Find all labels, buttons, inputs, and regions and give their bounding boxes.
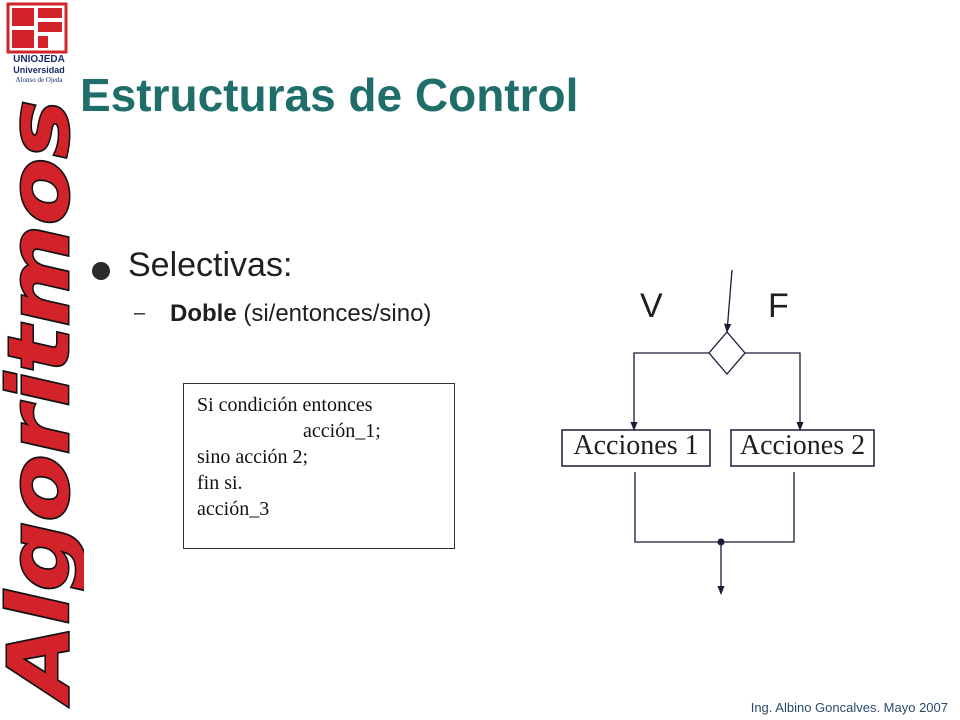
bullet-selectivas: Selectivas:	[128, 246, 293, 284]
uniojeda-logo	[6, 2, 68, 54]
sub-bullet-bold: Doble	[170, 300, 237, 327]
acciones-2-label: Acciones 2	[739, 430, 866, 461]
acciones-2-box	[730, 429, 875, 467]
logo-subtitle: Universidad	[13, 65, 65, 75]
true-branch-line	[630, 352, 709, 431]
true-branch-label: V	[640, 287, 663, 325]
merge-line	[634, 472, 795, 543]
acciones-1-label: Acciones 1	[573, 430, 699, 461]
sub-bullet-rest: (si/entonces/sino)	[236, 300, 432, 327]
false-branch-line	[745, 352, 804, 431]
code-line: fin si.	[197, 472, 243, 494]
pseudocode-box: Si condición entonces acción_1; sino acc…	[183, 383, 455, 549]
slide-title: Estructuras de Control	[80, 69, 579, 121]
flow-incoming-arrow	[724, 269, 733, 333]
logo-name: UNIOJEDA	[13, 54, 65, 65]
side-title-text: Algoritmos	[0, 100, 84, 707]
sub-bullet-dash: –	[134, 302, 146, 324]
code-line: Si condición entonces	[197, 394, 373, 416]
side-title: Algoritmos	[0, 90, 84, 710]
bullet-dot	[92, 262, 110, 280]
code-line: sino acción 2;	[197, 446, 309, 468]
merge-point	[717, 538, 725, 546]
sub-bullet-doble: Doble (si/entonces/sino)	[170, 300, 431, 328]
flowchart	[561, 269, 875, 595]
logo-caption: Alonso de Ojeda	[15, 76, 63, 84]
footer-credit: Ing. Albino Goncalves. Mayo 2007	[750, 700, 948, 715]
code-line: acción_3	[197, 498, 270, 520]
false-branch-label: F	[768, 287, 789, 325]
acciones-1-box	[561, 429, 711, 467]
code-line: acción_1;	[303, 420, 381, 442]
decision-diamond	[708, 331, 746, 375]
